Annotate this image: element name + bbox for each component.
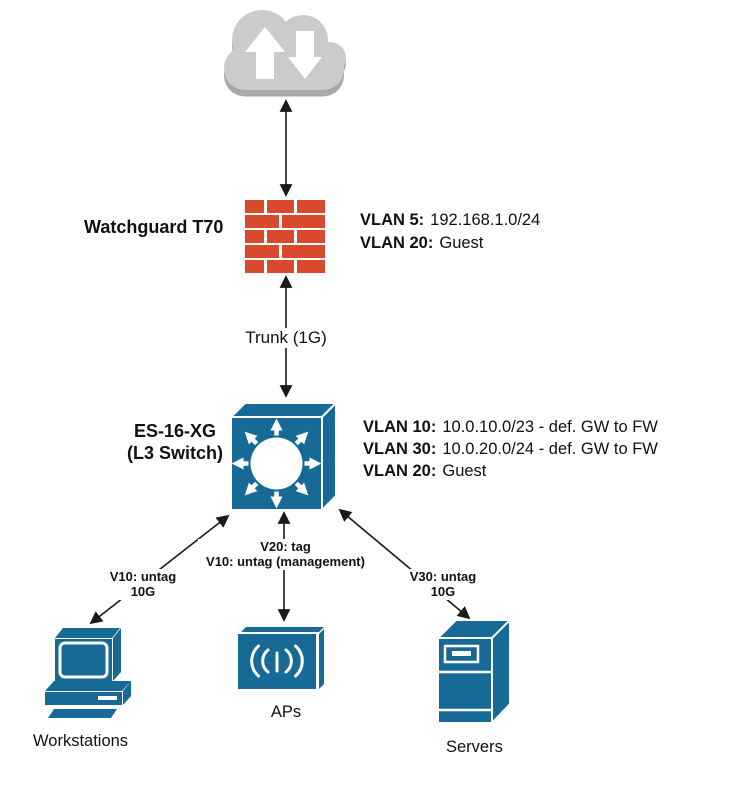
servers-link-label: V30: untag 10G [397,569,489,600]
switch-vlan-row: VLAN 10:10.0.10.0/23 - def. GW to FW [363,418,658,436]
firewall-label: Watchguard T70 [84,217,224,237]
switch-vlan-row: VLAN 20:Guest [363,462,487,480]
firewall-vlan-list: VLAN 5:192.168.1.0/24 VLAN 20:Guest [360,209,540,255]
firewall-vlan-row: VLAN 5:192.168.1.0/24 [360,211,541,229]
aps-link-label: V20: tag V10: untag (management) [198,539,373,570]
trunk-link-label: Trunk (1G) [241,328,331,348]
firewall-icon [245,200,325,273]
firewall-vlan-row: VLAN 20:Guest [360,234,484,252]
switch-vlan-list: VLAN 10:10.0.10.0/23 - def. GW to FW VLA… [363,416,658,482]
upload-arrow-icon [245,27,285,79]
aps-icon [238,627,324,689]
switch-vlan-row: VLAN 30:10.0.20.0/24 - def. GW to FW [363,440,658,458]
aps-label: APs [270,703,302,721]
wireless-signal-glyph [250,644,304,678]
download-arrow-icon [288,31,322,79]
servers-icon [435,617,513,726]
l3-switch-icon [228,400,339,513]
servers-label: Servers [446,738,503,756]
workstations-label: Workstations [33,732,129,750]
workstations-link-label: V10: untag 10G [97,569,189,600]
switch-arrows-glyph [231,418,322,509]
internet-cloud-icon [224,10,346,97]
switch-label: ES-16-XG (L3 Switch) [126,421,223,463]
link-switch-servers [338,508,471,620]
workstations-icon [45,628,131,718]
